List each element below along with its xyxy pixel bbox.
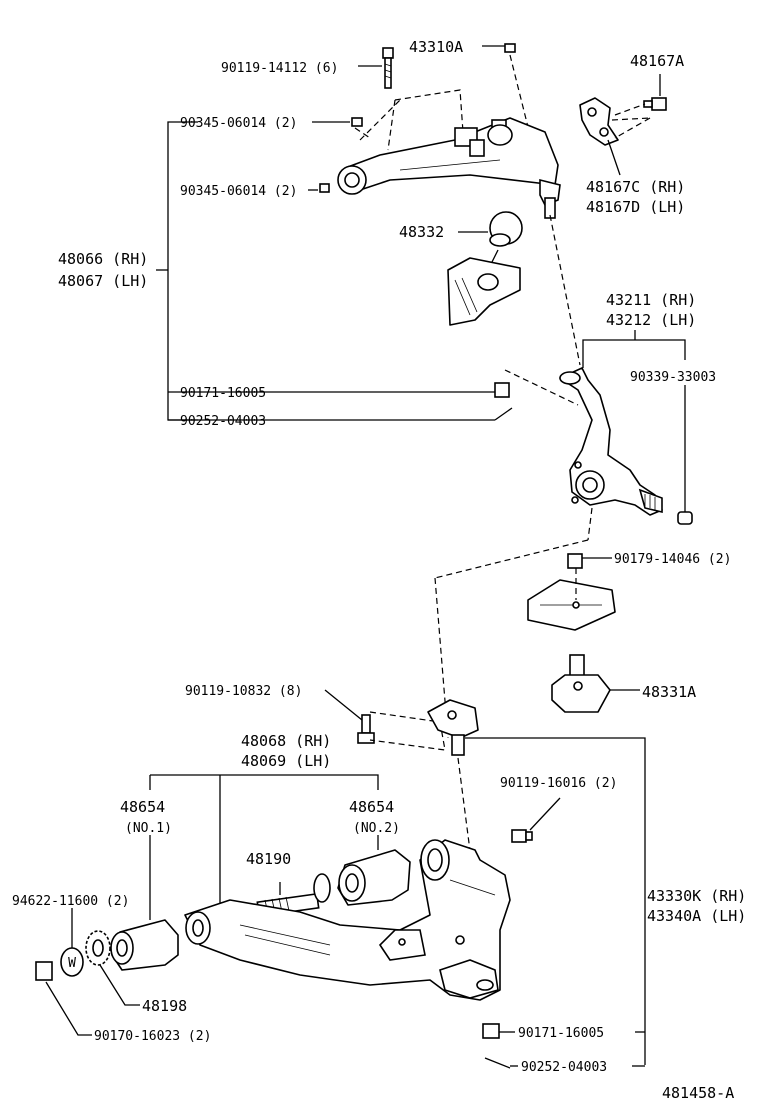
nut-90179 <box>567 553 583 569</box>
cotter-pin-upper <box>494 407 513 421</box>
label-90170: 90170-16023 (2) <box>94 1029 211 1044</box>
label-90119-16016: 90119-16016 (2) <box>500 776 617 791</box>
label-48654-a: 48654 <box>120 798 165 816</box>
label-90345-b: 90345-06014 (2) <box>180 184 297 199</box>
nut-90171-lower <box>482 1023 500 1039</box>
label-48654-b-no: (NO.2) <box>353 821 400 836</box>
screw-90345-a <box>351 117 363 127</box>
bump-stopper-bracket <box>447 257 521 326</box>
label-43212: 43212 (LH) <box>606 311 696 329</box>
camber-bracket <box>579 97 619 146</box>
washer-w: W <box>60 947 84 977</box>
upper-control-arm <box>337 117 561 219</box>
ball-joint-48331a <box>551 654 611 713</box>
hub-nut-90339 <box>677 511 693 525</box>
bolt-43310a <box>504 43 516 53</box>
label-48167d: 48167D (LH) <box>586 198 685 216</box>
bolt-90119-10832 <box>357 714 375 744</box>
bushing-48654-no1 <box>110 919 179 971</box>
label-48190: 48190 <box>246 850 291 868</box>
label-48069: 48069 (LH) <box>241 752 331 770</box>
label-94622: 94622-11600 (2) <box>12 894 129 909</box>
label-90171-b: 90171-16005 <box>518 1026 604 1041</box>
label-90119-14112: 90119-14112 (6) <box>221 61 338 76</box>
upper-arm-bolt <box>382 47 394 89</box>
figure-code: 481458-A <box>662 1084 734 1102</box>
label-90252-a: 90252-04003 <box>180 414 266 429</box>
label-90179: 90179-14046 (2) <box>614 552 731 567</box>
steering-knuckle <box>559 367 663 516</box>
label-48332: 48332 <box>399 223 444 241</box>
label-48066: 48066 (RH) <box>58 250 148 268</box>
cotter-pin-lower <box>484 1057 511 1069</box>
label-48067: 48067 (LH) <box>58 272 148 290</box>
nut-90171-upper <box>494 382 510 398</box>
ball-joint-plate <box>527 579 616 631</box>
label-43310a: 43310A <box>409 38 463 56</box>
screw-90345-b <box>319 183 330 193</box>
label-90119-10832: 90119-10832 (8) <box>185 684 302 699</box>
label-48068: 48068 (RH) <box>241 732 331 750</box>
label-48331a: 48331A <box>642 683 696 701</box>
label-48654-a-no: (NO.1) <box>125 821 172 836</box>
label-90171-a: 90171-16005 <box>180 386 266 401</box>
bolt-90119-16016 <box>511 829 533 843</box>
washer-letter: W <box>68 956 76 971</box>
toothed-washer-48198 <box>85 930 111 966</box>
nut-90170 <box>35 961 53 981</box>
lower-ball-joint <box>427 699 479 756</box>
label-90252-b: 90252-04003 <box>521 1060 607 1075</box>
label-43211: 43211 (RH) <box>606 291 696 309</box>
label-48167c: 48167C (RH) <box>586 178 685 196</box>
label-48198: 48198 <box>142 997 187 1015</box>
label-48167a: 48167A <box>630 52 684 70</box>
label-43330k: 43330K (RH) <box>647 887 746 905</box>
label-43340a: 43340A (LH) <box>647 907 746 925</box>
lower-control-arm <box>184 839 511 1001</box>
label-90339: 90339-33003 <box>630 370 716 385</box>
bolt-48167a <box>643 97 667 111</box>
bump-stopper-48332 <box>489 211 523 247</box>
bushing-48654-no2 <box>337 849 411 906</box>
label-90345-a: 90345-06014 (2) <box>180 116 297 131</box>
label-48654-b: 48654 <box>349 798 394 816</box>
